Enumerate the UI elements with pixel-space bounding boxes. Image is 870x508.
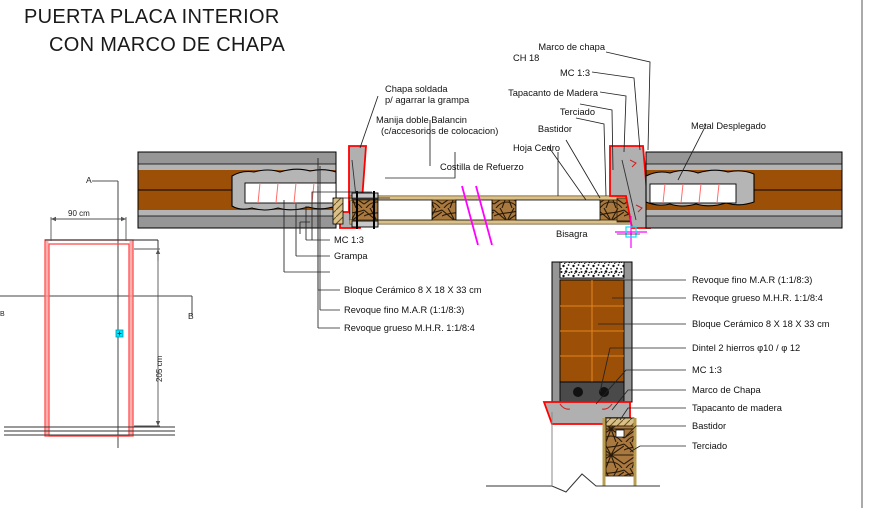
section-mark-b: B: [188, 311, 194, 321]
label-manija-1: Manija doble Balancin: [376, 115, 467, 125]
label-tapacanto-madera: Tapacanto de Madera: [508, 88, 598, 98]
lock-hardware: [351, 191, 379, 229]
cad-crosshair-cursor: [615, 216, 647, 248]
label-hoja-cedro: Hoja Cedro: [512, 143, 560, 153]
label-costilla-refuerzo: Costilla de Refuerzo: [440, 162, 524, 172]
label-terciado: Terciado: [559, 107, 595, 117]
label-bisagra: Bisagra: [556, 229, 588, 239]
label-revoque-fino-vs: Revoque fino M.A.R (1:1/8:3): [692, 275, 813, 285]
label-mc13-bottom: MC 1:3: [334, 235, 364, 245]
label-bastidor-vs: Bastidor: [692, 421, 727, 431]
break-line-bottom: [486, 473, 660, 493]
wall-right: [645, 151, 843, 229]
label-dintel: Dintel 2 hierros φ10 / φ 12: [692, 343, 801, 353]
label-manija-2: (c/accesorios de colocacion): [381, 126, 499, 136]
label-bastidor: Bastidor: [537, 124, 572, 134]
label-chapa-soldada-1: Chapa soldada: [385, 84, 448, 94]
label-marco-chapa-2: CH 18: [513, 53, 540, 63]
label-revoque-grueso-plan: Revoque grueso M.H.R. 1:1/8:4: [344, 323, 475, 333]
wall-left: [137, 151, 337, 229]
label-chapa-soldada-2: p/ agarrar la grampa: [385, 95, 470, 105]
section-mark-b-left: B: [0, 311, 5, 318]
label-bloque-ceramico-vs: Bloque Cerámico 8 X 18 X 33 cm: [692, 319, 830, 329]
label-terciado-vs: Terciado: [692, 441, 728, 451]
door-leaf: [349, 195, 633, 225]
label-mc13-top: MC 1:3: [560, 68, 590, 78]
dimension-width: 90 cm: [68, 209, 90, 218]
label-bloque-ceramico-plan: Bloque Cerámico 8 X 18 X 33 cm: [344, 285, 482, 295]
label-mc13-vs: MC 1:3: [692, 365, 722, 375]
dimension-height: 205 cm: [155, 355, 164, 382]
page-title-line1: PUERTA PLACA INTERIOR: [24, 6, 280, 28]
label-marco-chapa-vs: Marco de Chapa: [692, 385, 761, 395]
label-marco-chapa-1: Marco de chapa: [538, 42, 605, 52]
label-tapacanto-vs: Tapacanto de madera: [692, 403, 782, 413]
plan-section-view: [137, 145, 843, 248]
break-line: [461, 185, 493, 246]
label-metal-desplegado: Metal Desplegado: [691, 121, 766, 131]
label-revoque-grueso-vs: Revoque grueso M.H.R. 1:1/8:4: [692, 293, 823, 303]
frame-jamb-right: [609, 145, 651, 229]
elevation-view: [0, 180, 193, 448]
label-grampa: Grampa: [334, 251, 368, 261]
section-mark-a: A: [86, 175, 92, 185]
page-title-line2: CON MARCO DE CHAPA: [49, 34, 286, 56]
leader-lines: [283, 51, 707, 453]
label-revoque-fino-plan: Revoque fino M.A.R (1:1/8:3): [344, 305, 465, 315]
vertical-section-view: [486, 261, 660, 493]
